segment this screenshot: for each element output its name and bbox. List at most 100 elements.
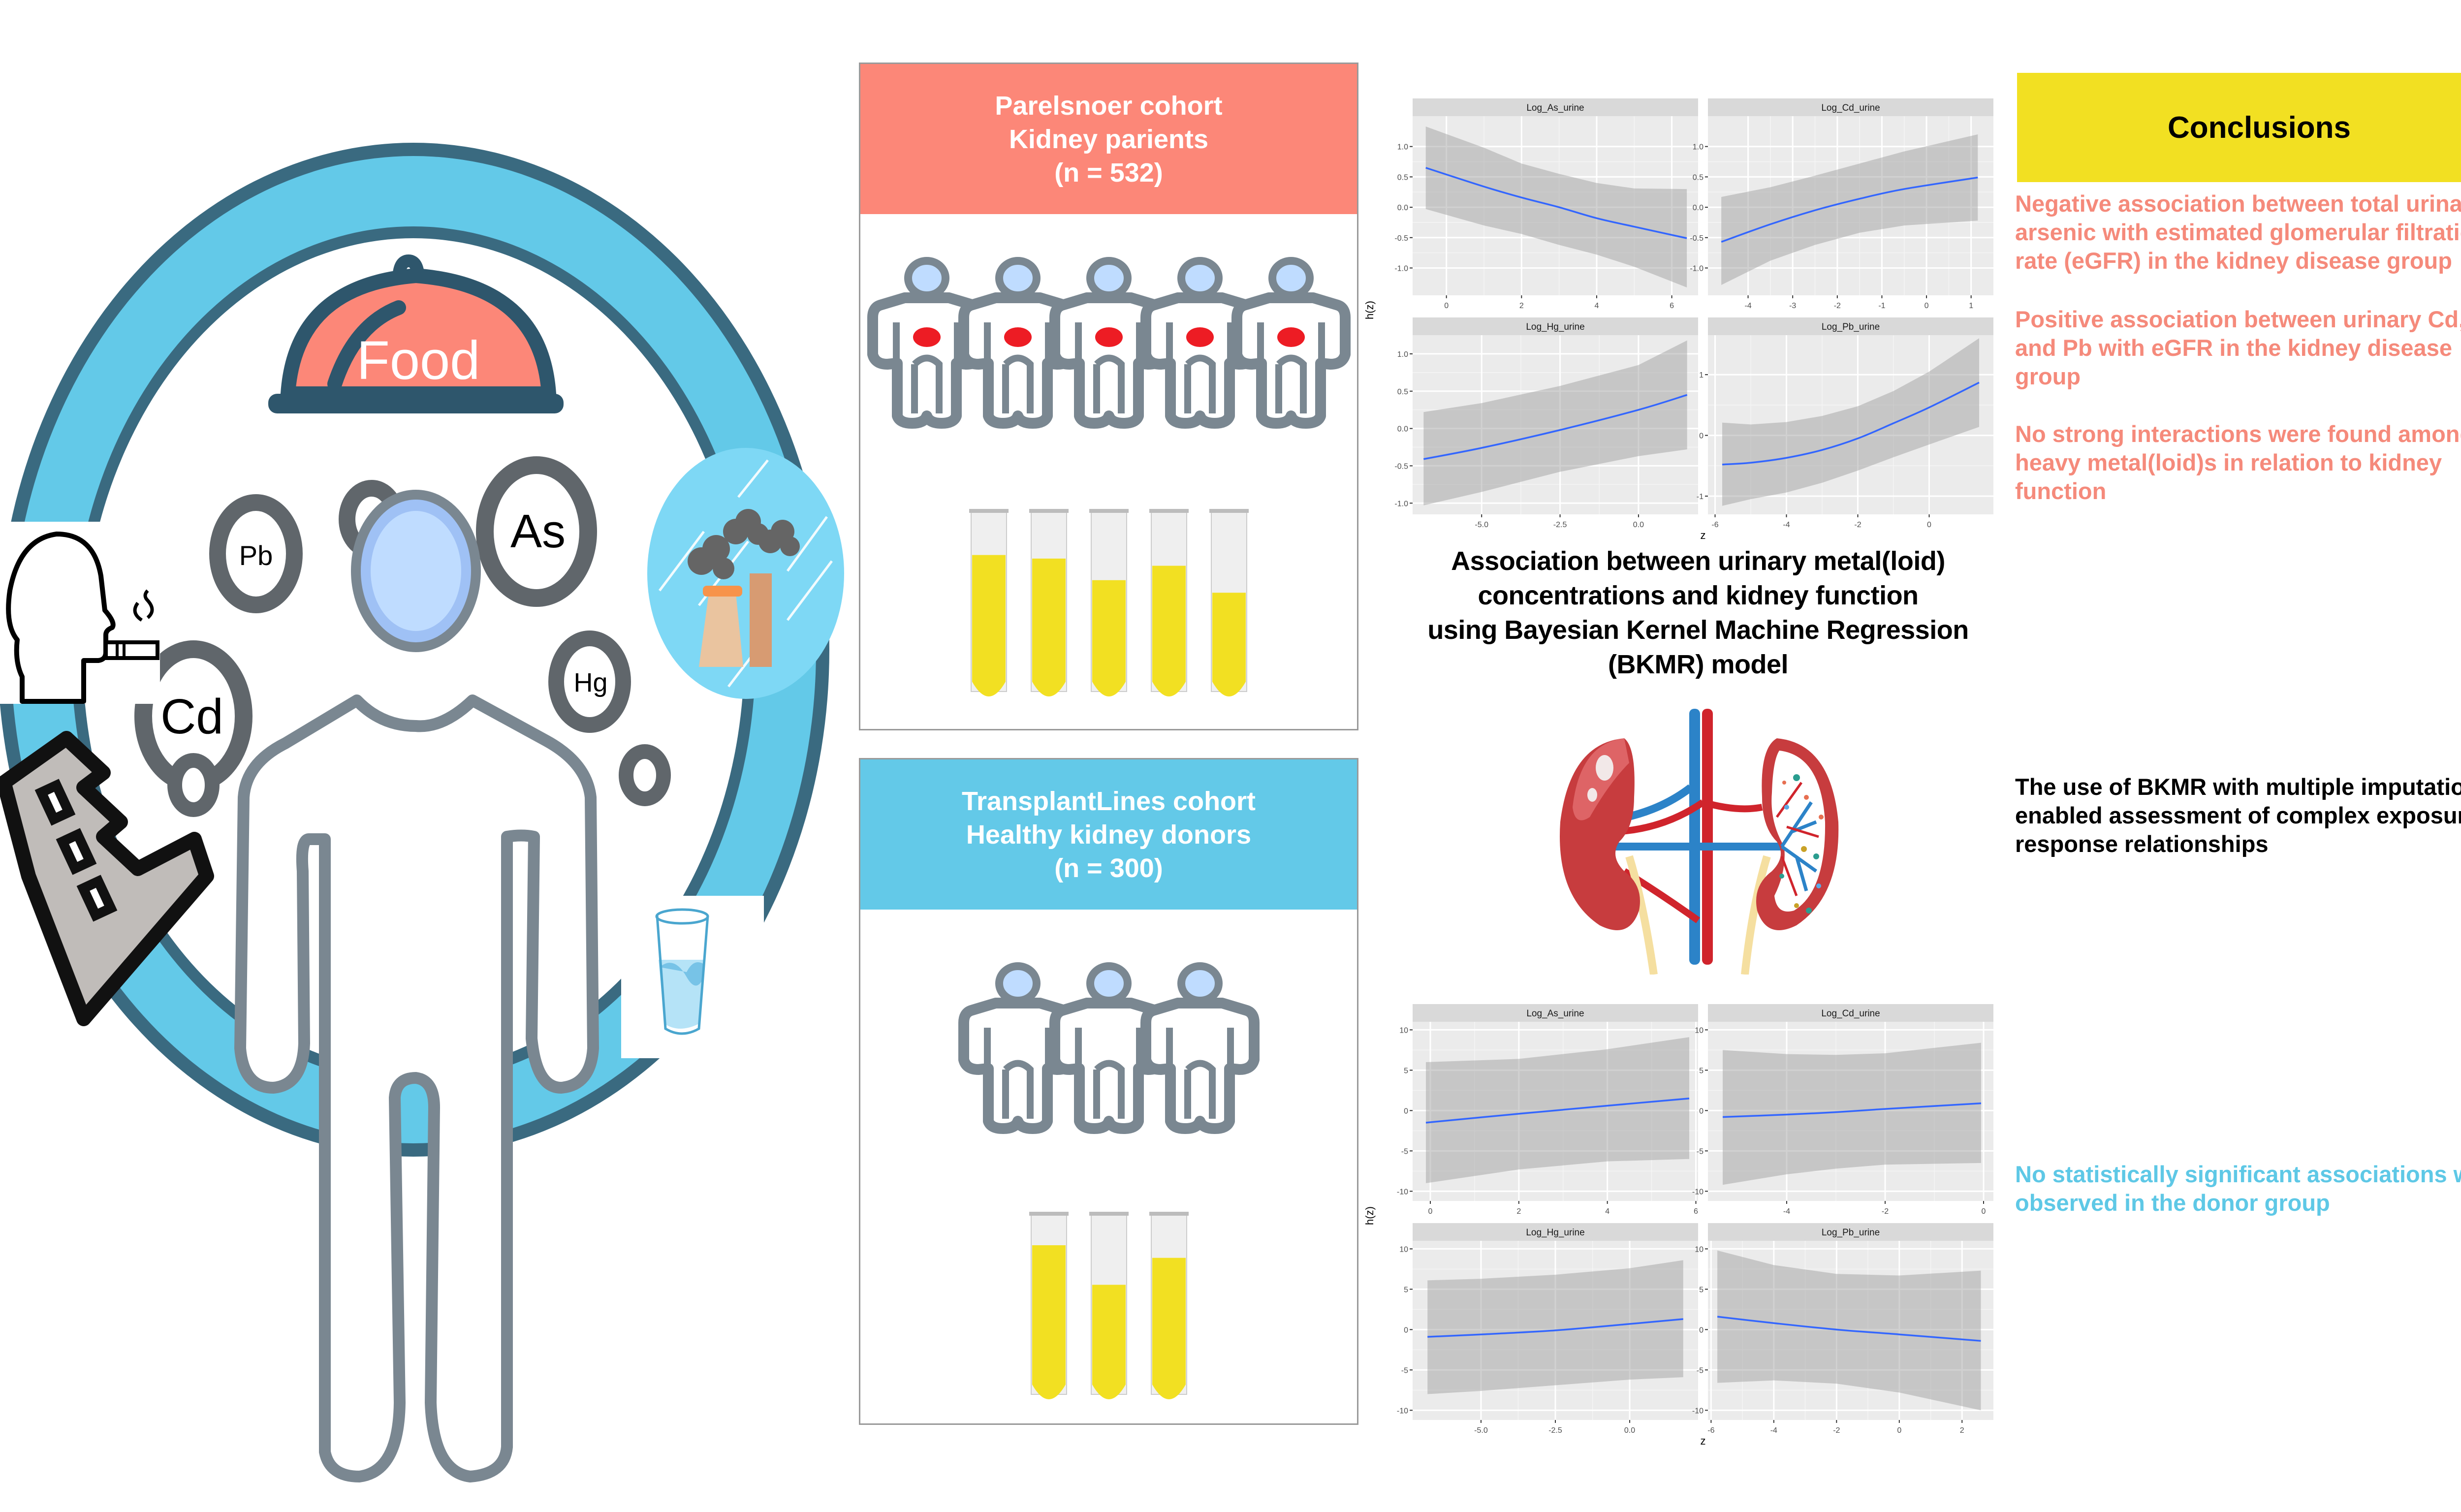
cohort-subtitle: Healthy kidney donors [966,819,1252,850]
conclusion-bkmr-method: The use of BKMR with multiple imputation… [2015,774,2461,857]
facet-title: Log_Cd_urine [1821,103,1880,113]
metal-cd-label: Cd [160,689,223,744]
credible-interval-band [1722,338,1979,506]
x-tick-label: 0 [1925,302,1929,310]
y-tick-label: 10 [1695,1026,1704,1035]
y-tick-label: -10 [1397,1407,1408,1415]
person-head [1177,962,1223,1005]
facet-strip [1413,317,1698,335]
person-head [1086,257,1132,299]
person-head [1086,962,1132,1005]
x-tick-label: -4 [1783,521,1790,529]
estimate-line [1717,1316,1981,1342]
y-axis-label: h(z) [1363,301,1376,319]
x-tick-label: -4 [1783,1207,1790,1216]
metal-ring-small-icon [619,744,671,806]
bkmr-study-title: Association between urinary metal(loid) … [1393,544,2003,682]
x-tick-label: -3 [1789,302,1796,310]
credible-interval-band [1427,1260,1683,1394]
urine-tube-icon [1089,509,1129,696]
facet-title: Log_Pb_urine [1822,322,1880,332]
y-tick-label: 1.0 [1397,350,1408,359]
y-tick-label: -10 [1692,1407,1704,1415]
exposure-sources-illustration: Food Pb As Cd Hg [0,143,844,1482]
person-outline-icon [234,490,599,1482]
x-tick-label: 1 [1969,302,1973,310]
estimate-line [1425,1098,1690,1124]
metal-pb-label: Pb [239,540,273,571]
person-head [904,257,949,299]
facet-strip [1413,98,1698,116]
person-head [995,962,1041,1005]
credible-interval-band [1423,340,1687,505]
industrial-pollution-icon [647,448,844,699]
title-line: concentrations and kidney function [1478,581,1919,610]
x-axis-label: z [1701,1435,1706,1447]
drinking-water-icon [621,896,764,1058]
x-tick-label: 2 [1519,302,1524,310]
x-tick-label: 4 [1605,1207,1609,1216]
plot-background [1708,335,1993,514]
facet-strip [1413,1223,1698,1241]
y-tick-label: 0.5 [1397,388,1408,396]
y-tick-label: -0.5 [1690,234,1704,243]
estimate-line [1425,167,1687,239]
fertilizer-icon [0,731,214,1026]
y-tick-label: -0.5 [1394,234,1408,243]
title-line: (BKMR) model [1608,650,1788,679]
estimate-line [1722,1102,1982,1118]
conclusion-donor-group: No statistically significant association… [2015,1161,2461,1216]
cohort-box-parelsnoer: Parelsnoer cohort Kidney parients (n = 5… [859,63,1358,730]
estimate-line [1722,381,1980,466]
y-tick-label: 0 [1699,432,1704,441]
cohort-figures [958,962,1260,1399]
cohort-header: TransplantLines cohort Healthy kidney do… [860,759,1357,910]
urine-level [1032,558,1066,696]
x-tick-label: -1 [1878,302,1885,310]
y-tick-label: -5 [1401,1366,1408,1375]
metal-hg-label: Hg [573,668,607,697]
y-tick-label: -10 [1397,1188,1408,1196]
x-tick-label: 0 [1982,1207,1986,1216]
y-axis-label: h(z) [1363,1206,1376,1225]
facet-title: Log_Pb_urine [1822,1228,1880,1238]
x-tick-label: -2 [1833,1426,1840,1435]
y-tick-label: 0.0 [1397,204,1408,212]
metal-cd-icon: Cd [134,640,252,792]
y-tick-label: 0.5 [1693,173,1704,182]
facet-strip [1708,98,1993,116]
smoking-icon [0,522,160,704]
y-tick-label: 1.0 [1693,143,1704,152]
food-label: Food [357,330,480,391]
y-tick-label: -0.5 [1394,462,1408,471]
metal-as-icon: As [476,456,597,607]
y-tick-label: 10 [1399,1245,1408,1254]
y-tick-label: -10 [1692,1188,1704,1196]
person-icon [1049,257,1168,429]
urine-tube-icon [1029,509,1069,696]
cohort-box-transplantlines: TransplantLines cohort Healthy kidney do… [859,758,1358,1425]
x-axis-label: z [1701,529,1706,541]
y-tick-label: 10 [1399,1026,1408,1035]
facet-title: Log_As_urine [1526,103,1584,113]
kidney-marker-icon [1277,327,1305,347]
y-tick-label: 10 [1695,1245,1704,1254]
cohort-header: Parelsnoer cohort Kidney parients (n = 5… [860,64,1357,214]
x-tick-label: 0 [1927,521,1931,529]
x-tick-label: 0 [1428,1207,1433,1216]
urine-level [1152,566,1186,696]
cohort-sample-size: (n = 300) [1054,853,1163,883]
urine-tube-icon [1209,509,1249,696]
metal-pb-icon: Pb [209,494,303,613]
metal-ring-small-icon [167,753,220,817]
y-tick-label: 5 [1404,1067,1408,1075]
urine-level [1212,593,1246,696]
person-head [1177,257,1223,299]
urine-level [1032,1245,1066,1399]
